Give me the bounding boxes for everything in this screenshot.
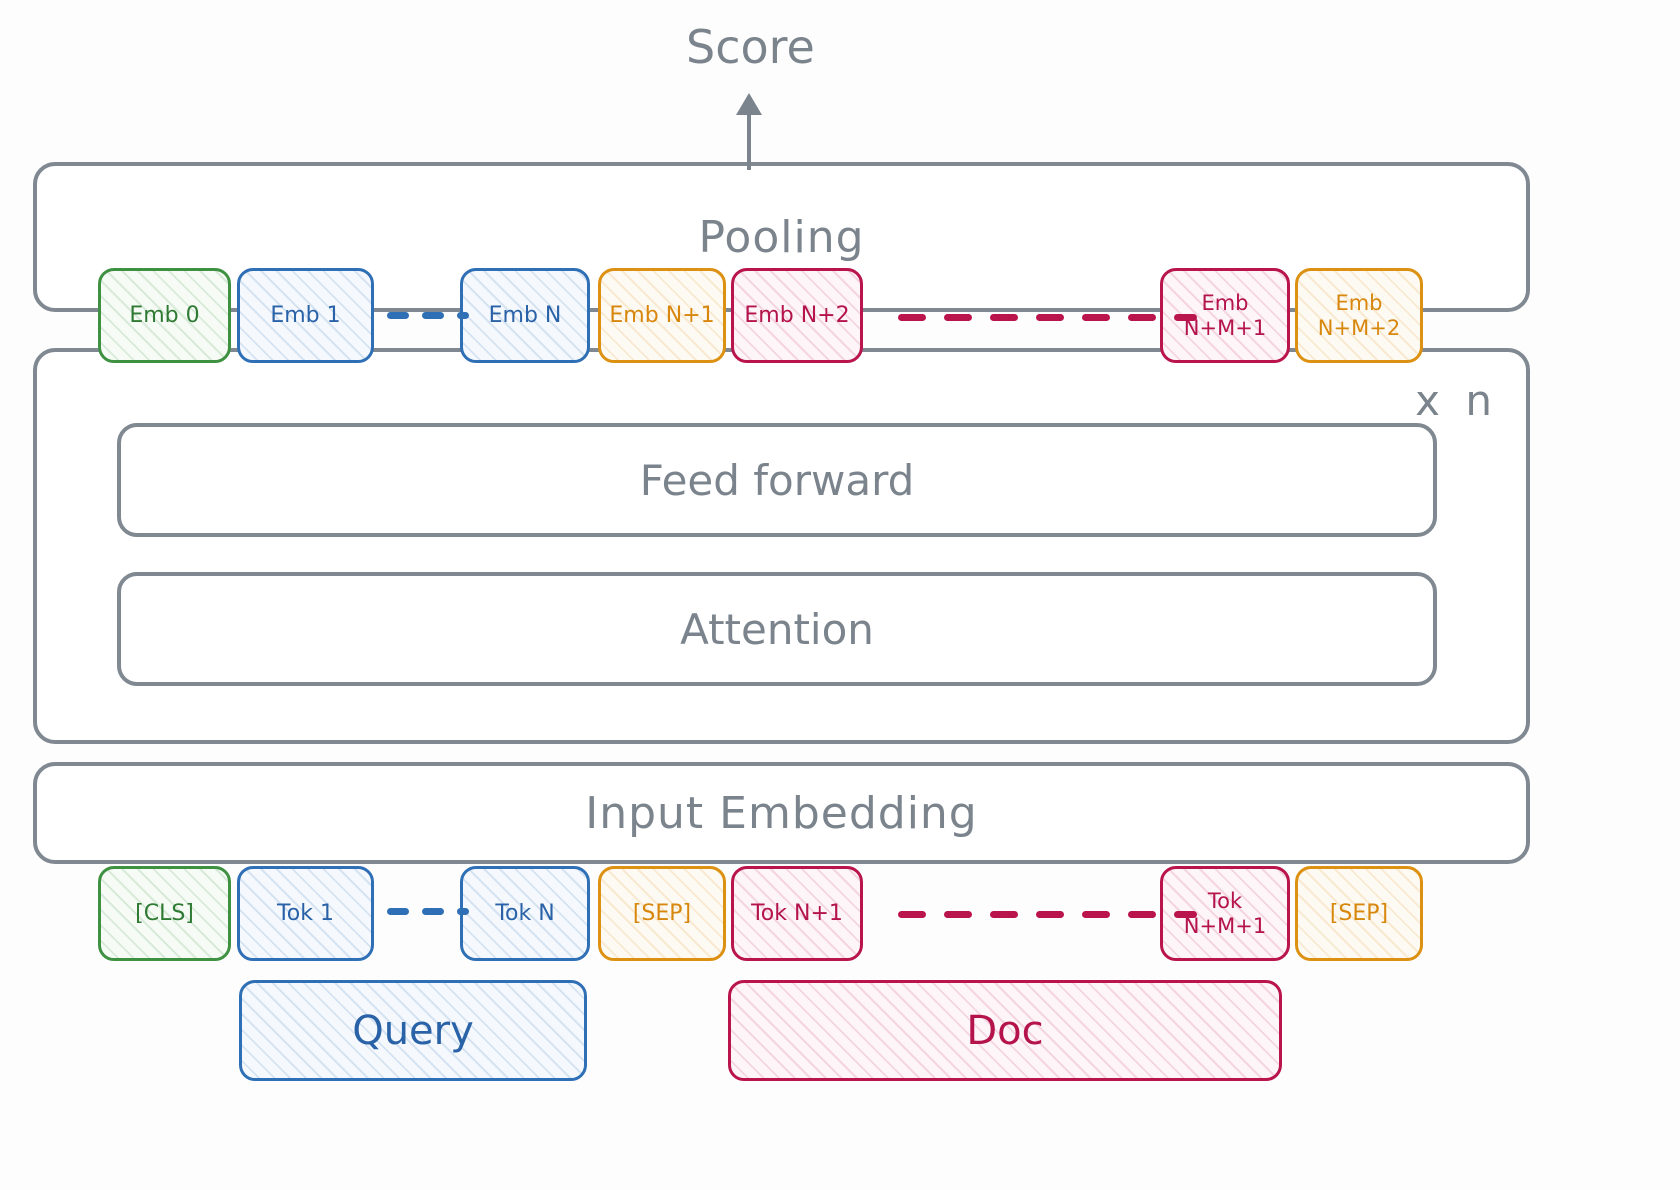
token-chip-5[interactable]: Tok N+M+1 [1160,866,1290,961]
embedding-ellipsis-left [387,312,469,319]
embedding-chip-label: Emb 0 [129,302,200,328]
embedding-chip-1[interactable]: Emb 1 [237,268,374,363]
embedding-chip-2[interactable]: Emb N [460,268,590,363]
token-chip-label: [CLS] [135,900,194,926]
token-ellipsis-left [387,908,469,915]
embedding-chip-label: Emb N+2 [744,302,850,328]
feed-forward-label: Feed forward [639,455,915,505]
token-chip-label: Tok N+M+1 [1183,889,1267,938]
input-embedding-label: Input Embedding [585,787,978,839]
embedding-chip-0[interactable]: Emb 0 [98,268,231,363]
token-chip-label: Tok N [495,900,555,926]
attention-panel[interactable]: Attention [117,572,1437,686]
token-chip-label: [SEP] [1329,900,1389,926]
token-chip-0[interactable]: [CLS] [98,866,231,961]
query-group-label: Query [352,1007,474,1054]
score-label: Score [686,20,815,74]
embedding-chip-3[interactable]: Emb N+1 [598,268,726,363]
input-embedding-panel[interactable]: Input Embedding [33,762,1530,864]
doc-group-box[interactable]: Doc [728,980,1282,1081]
feed-forward-panel[interactable]: Feed forward [117,423,1437,537]
token-chip-4[interactable]: Tok N+1 [731,866,863,961]
pooling-panel-label: Pooling [698,211,865,263]
token-chip-1[interactable]: Tok 1 [237,866,374,961]
embedding-chip-label: Emb 1 [270,302,341,328]
encoder-repeat-label: x n [1415,376,1498,425]
embedding-chip-6[interactable]: Emb N+M+2 [1295,268,1423,363]
token-ellipsis-right [898,911,1197,918]
embedding-chip-label: Emb N+1 [609,302,715,328]
embedding-chip-label: Emb N+M+1 [1183,291,1267,340]
token-chip-label: Tok N+1 [751,900,843,926]
score-arrow-line [747,110,751,170]
token-chip-label: [SEP] [632,900,692,926]
embedding-ellipsis-right [898,314,1197,321]
embedding-chip-4[interactable]: Emb N+2 [731,268,863,363]
token-chip-6[interactable]: [SEP] [1295,866,1423,961]
score-arrow-head [736,93,762,115]
embedding-chip-label: Emb N [488,302,562,328]
attention-label: Attention [680,604,874,654]
embedding-chip-label: Emb N+M+2 [1317,291,1401,340]
doc-group-label: Doc [966,1007,1044,1054]
token-chip-3[interactable]: [SEP] [598,866,726,961]
query-group-box[interactable]: Query [239,980,587,1081]
token-chip-label: Tok 1 [277,900,334,926]
embedding-chip-5[interactable]: Emb N+M+1 [1160,268,1290,363]
token-chip-2[interactable]: Tok N [460,866,590,961]
